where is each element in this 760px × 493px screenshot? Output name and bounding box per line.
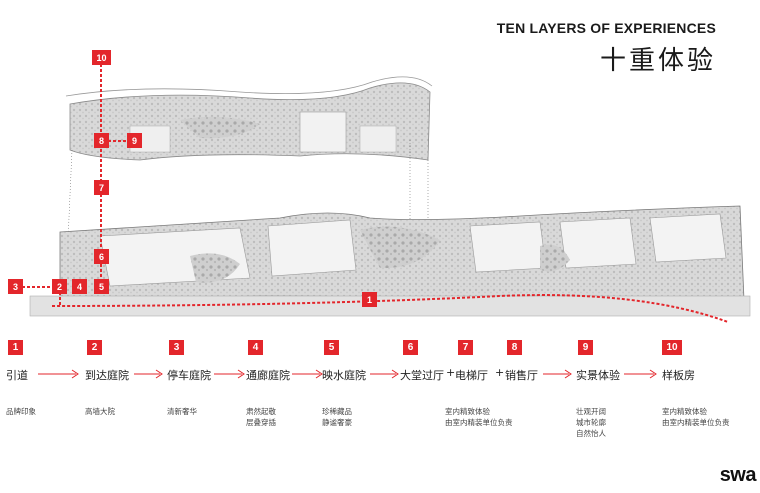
arrow-icon <box>543 369 572 379</box>
step-3-number: 3 <box>169 340 184 355</box>
step-9-number: 9 <box>578 340 593 355</box>
step-2-number: 2 <box>87 340 102 355</box>
svg-text:1: 1 <box>367 295 372 305</box>
svg-text:10: 10 <box>96 53 106 63</box>
plan-badge-10: 10 <box>92 50 111 65</box>
step-5-note: 珍稀藏品静谧奢豪 <box>322 407 352 427</box>
svg-text:8: 8 <box>99 136 104 146</box>
svg-text:6: 6 <box>99 252 104 262</box>
title-chinese: 十重体验 <box>599 46 716 76</box>
step-4-label: 通廊庭院 <box>246 369 290 382</box>
plan-badge-6: 6 <box>94 249 109 264</box>
plan-badge-8: 8 <box>94 133 109 148</box>
step-10-number: 10 <box>662 340 682 355</box>
plan-badge-1: 1 <box>362 292 377 307</box>
plan-badge-5: 5 <box>94 279 109 294</box>
plan-badge-4: 4 <box>72 279 87 294</box>
plan-badge-9: 9 <box>127 133 142 148</box>
step-8-number: 8 <box>507 340 522 355</box>
step-5-label: 映水庭院 <box>322 369 366 382</box>
step-7-note: 室内精致体验由室内精装单位负责 <box>445 407 513 427</box>
step-7-label: 电梯厅 <box>455 369 488 382</box>
step-9-note: 壮观开阔城市轮廓自然怡人 <box>576 407 606 438</box>
title-english: TEN LAYERS OF EXPERIENCES <box>496 20 716 36</box>
step-3-label: 停车庭院 <box>167 369 211 382</box>
upper-level-plan <box>65 76 433 161</box>
arrow-icon <box>134 369 163 379</box>
plus-sign: + <box>446 366 456 379</box>
ground-level-plan <box>29 205 751 317</box>
step-2-label: 到达庭院 <box>85 369 129 382</box>
step-10-note: 室内精致体验由室内精装单位负责 <box>662 407 730 427</box>
svg-text:2: 2 <box>57 282 62 292</box>
arrow-icon <box>624 369 657 379</box>
step-3-note: 清新奢华 <box>167 407 197 416</box>
step-1-note: 品牌印象 <box>6 407 36 416</box>
arrow-icon <box>38 369 79 379</box>
experience-route <box>22 64 729 323</box>
step-9-label: 实景体验 <box>576 369 620 382</box>
level-connectors <box>67 140 429 241</box>
step-8-label: 销售厅 <box>505 369 538 382</box>
experience-sequence: 1 引道 品牌印象 2 到达庭院 高墙大院 3 停车庭院 清新奢华 4 通廊庭院… <box>0 340 760 450</box>
step-4-number: 4 <box>248 340 263 355</box>
svg-text:5: 5 <box>99 282 104 292</box>
arrow-icon <box>370 369 399 379</box>
step-10-label: 样板房 <box>662 369 695 382</box>
step-5-number: 5 <box>324 340 339 355</box>
plan-badge-3: 3 <box>8 279 23 294</box>
step-6-label: 大堂过厅 <box>400 369 444 382</box>
svg-text:9: 9 <box>132 136 137 146</box>
step-6-number: 6 <box>403 340 418 355</box>
swa-logo: swa <box>719 464 757 486</box>
step-1-label: 引道 <box>6 369 28 382</box>
svg-text:7: 7 <box>99 183 104 193</box>
step-4-note: 肃然起敬层叠穿插 <box>246 407 276 427</box>
plus-sign: + <box>495 366 505 379</box>
site-plan: 10 8 9 7 6 3 2 4 5 1 <box>8 50 751 323</box>
step-2-note: 高墙大院 <box>85 407 115 416</box>
plan-badge-7: 7 <box>94 180 109 195</box>
svg-text:4: 4 <box>77 282 82 292</box>
step-7-number: 7 <box>458 340 473 355</box>
svg-text:3: 3 <box>13 282 18 292</box>
step-1-number: 1 <box>8 340 23 355</box>
plan-badge-2: 2 <box>52 279 67 294</box>
arrow-icon <box>292 369 323 379</box>
arrow-icon <box>214 369 245 379</box>
